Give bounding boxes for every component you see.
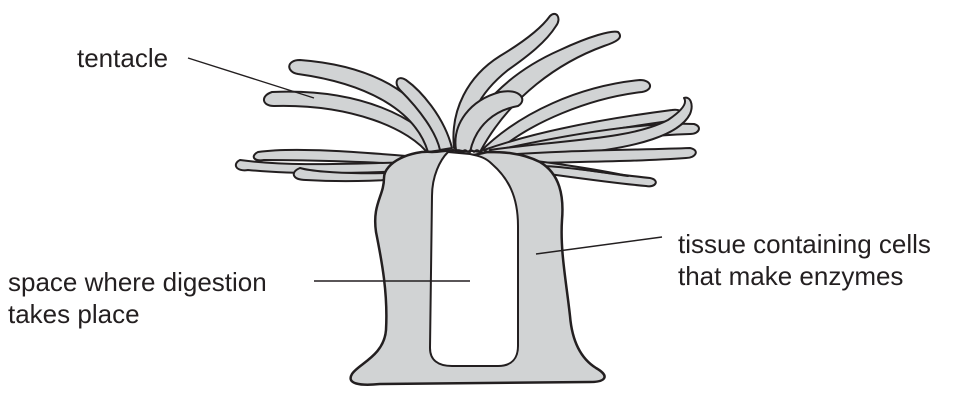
- enzyme-tissue-label-line-2: that make enzymes: [678, 260, 931, 292]
- enzyme-tissue-label-line-1: tissue containing cells: [678, 228, 931, 260]
- digestive-cavity: [430, 152, 518, 366]
- digestion-space-label-line-1: space where digestion: [8, 266, 267, 298]
- digestion-space-label-line-2: takes place: [8, 298, 267, 330]
- enzyme-tissue-label: tissue containing cells that make enzyme…: [678, 228, 931, 292]
- digestion-space-label: space where digestion takes place: [8, 266, 267, 330]
- tentacle-label: tentacle: [77, 42, 168, 74]
